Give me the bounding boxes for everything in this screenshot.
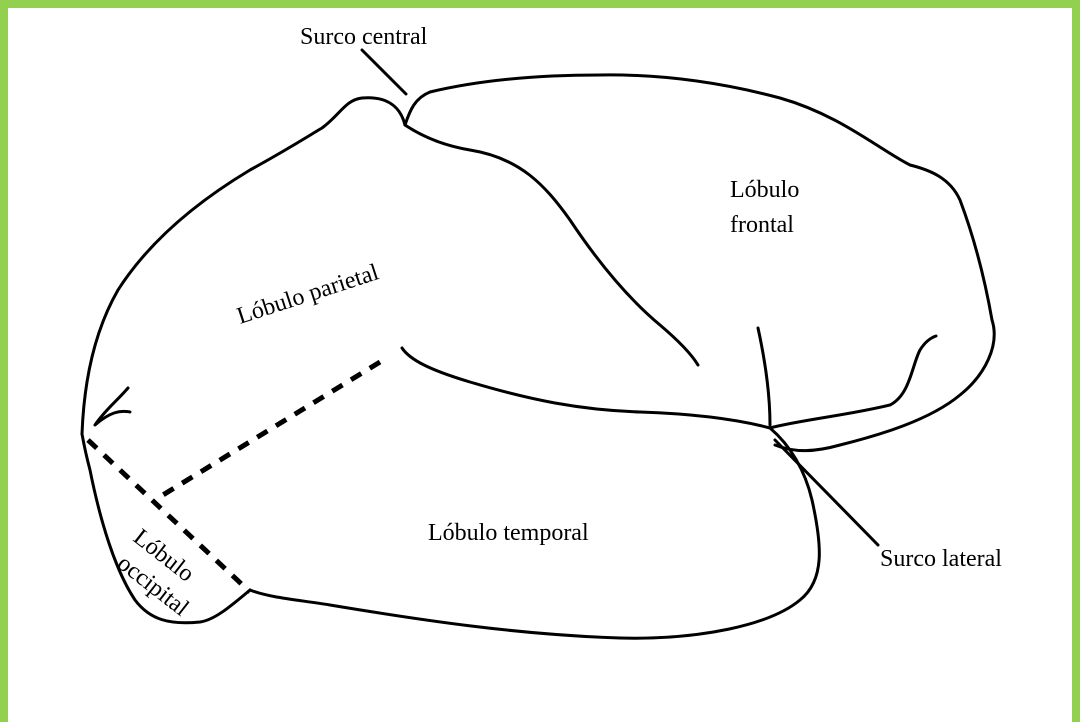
- lateral-sulcus-branch: [770, 336, 936, 428]
- central-sulcus-pointer: [362, 50, 406, 94]
- label-surco-central: Surco central: [300, 24, 428, 50]
- label-lobulo-frontal-line2: frontal: [730, 212, 794, 238]
- dashed-parietal-occipital: [158, 362, 380, 498]
- lateral-sulcus-pointer: [775, 440, 878, 545]
- label-lobulo-parietal: Lóbulo parietal: [234, 259, 382, 329]
- occipital-pole-sulcus: [95, 388, 130, 425]
- parietal-temporal-boundary: [402, 348, 770, 428]
- lateral-sulcus-upper: [758, 328, 770, 425]
- label-surco-lateral: Surco lateral: [880, 546, 1002, 572]
- central-sulcus: [405, 125, 698, 365]
- label-lobulo-temporal: Lóbulo temporal: [428, 520, 589, 546]
- label-lobulo-frontal-line1: Lóbulo: [730, 177, 799, 203]
- brain-outline-upper: [82, 75, 994, 451]
